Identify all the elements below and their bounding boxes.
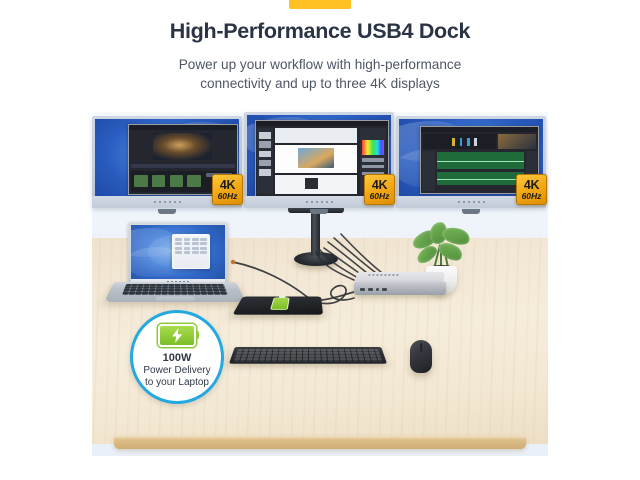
video-editor-scrubber (131, 163, 235, 169)
dock-vent (368, 274, 399, 276)
callout-line-1: 100W (162, 352, 192, 365)
monitor-left: 4K 60Hz (92, 116, 243, 214)
usb4-dock (354, 272, 446, 298)
audio-editor-video-preview (498, 134, 536, 149)
audio-editor-waveform-2 (437, 172, 524, 186)
start-menu-app-grid[interactable] (175, 237, 207, 255)
laptop-trackpad[interactable] (155, 296, 195, 302)
wireless-keyboard[interactable] (228, 346, 388, 364)
laptop-keyboard[interactable] (122, 283, 228, 295)
monitor-right-logo (462, 209, 480, 214)
laptop-screen (131, 225, 225, 279)
monitor-center-logo (310, 209, 328, 214)
audio-editor-toolbar (421, 127, 538, 133)
audio-editor-waveform-1 (437, 152, 524, 170)
dock-front-panel (354, 282, 446, 295)
badge-resolution-left: 4K (219, 177, 236, 192)
badge-refresh-right: 60Hz (521, 191, 542, 201)
badge-refresh-center: 60Hz (369, 191, 390, 201)
desk-front-edge (114, 436, 526, 449)
badge-resolution-center: 4K (371, 177, 388, 192)
keyboard-keys[interactable] (233, 349, 383, 362)
badge-refresh-left: 60Hz (217, 191, 238, 201)
audio-editor-side-panel (526, 150, 537, 191)
laptop-base (104, 282, 246, 302)
badge-resolution-right: 4K (523, 177, 540, 192)
laptop-lid (128, 222, 228, 285)
app-window-design (254, 119, 389, 197)
windows-start-menu[interactable] (172, 233, 210, 270)
design-app-footer-doc (275, 174, 358, 195)
audio-editor-mixer (423, 134, 496, 149)
header: High-Performance USB4 Dock Power up your… (0, 19, 640, 94)
monitor-right: 4K 60Hz (396, 116, 547, 214)
monitor-left-controls[interactable] (153, 201, 181, 203)
monitor-stand-pole (311, 208, 320, 256)
battery-icon (269, 297, 290, 311)
video-editor-preview (152, 132, 213, 161)
design-app-toolbar (255, 120, 388, 126)
monitor-center-controls[interactable] (305, 201, 333, 203)
laptop (104, 222, 246, 310)
battery-charging-icon (158, 324, 199, 348)
monitor-left-body (92, 116, 242, 208)
callout-line-2: Power Delivery (143, 364, 211, 376)
design-app-doc-header (275, 128, 358, 144)
wireless-charging-pad (232, 296, 324, 315)
subtitle-line-2: connectivity and up to three 4K displays (200, 75, 440, 91)
subtitle-line-1: Power up your workflow with high-perform… (178, 56, 462, 72)
wireless-mouse[interactable] (410, 340, 432, 373)
app-window-video-editor (128, 124, 238, 196)
top-accent-bar (289, 0, 351, 9)
windows-taskbar[interactable] (131, 279, 225, 284)
lightning-bolt-icon (171, 328, 182, 344)
monitor-right-controls[interactable] (457, 201, 485, 203)
design-app-canvas (275, 144, 358, 174)
design-app-left-panel (256, 128, 273, 195)
badge-4k-60hz-left: 4K 60Hz (212, 174, 243, 205)
monitor-left-chin (92, 196, 242, 208)
badge-4k-60hz-right: 4K 60Hz (516, 174, 547, 205)
audio-editor-track-labels (422, 150, 436, 191)
page-subtitle: Power up your workflow with high-perform… (0, 55, 640, 94)
app-window-audio-editor (420, 126, 539, 195)
page-title: High-Performance USB4 Dock (169, 19, 471, 43)
dock-ports[interactable] (360, 288, 387, 291)
callout-circle: 100W Power Delivery to your Laptop (130, 310, 224, 404)
video-editor-toolbar (129, 125, 237, 131)
monitor-left-logo (158, 209, 176, 214)
monitor-center-chin (244, 196, 394, 208)
callout-line-3: to your Laptop (145, 377, 209, 389)
monitor-center: 4K 60Hz (244, 112, 395, 214)
power-delivery-callout: 100W Power Delivery to your Laptop (130, 310, 224, 404)
product-scene: 4K 60Hz (92, 112, 548, 456)
badge-4k-60hz-center: 4K 60Hz (364, 174, 395, 205)
monitor-group: 4K 60Hz (92, 112, 548, 232)
monitor-right-chin (396, 196, 546, 208)
